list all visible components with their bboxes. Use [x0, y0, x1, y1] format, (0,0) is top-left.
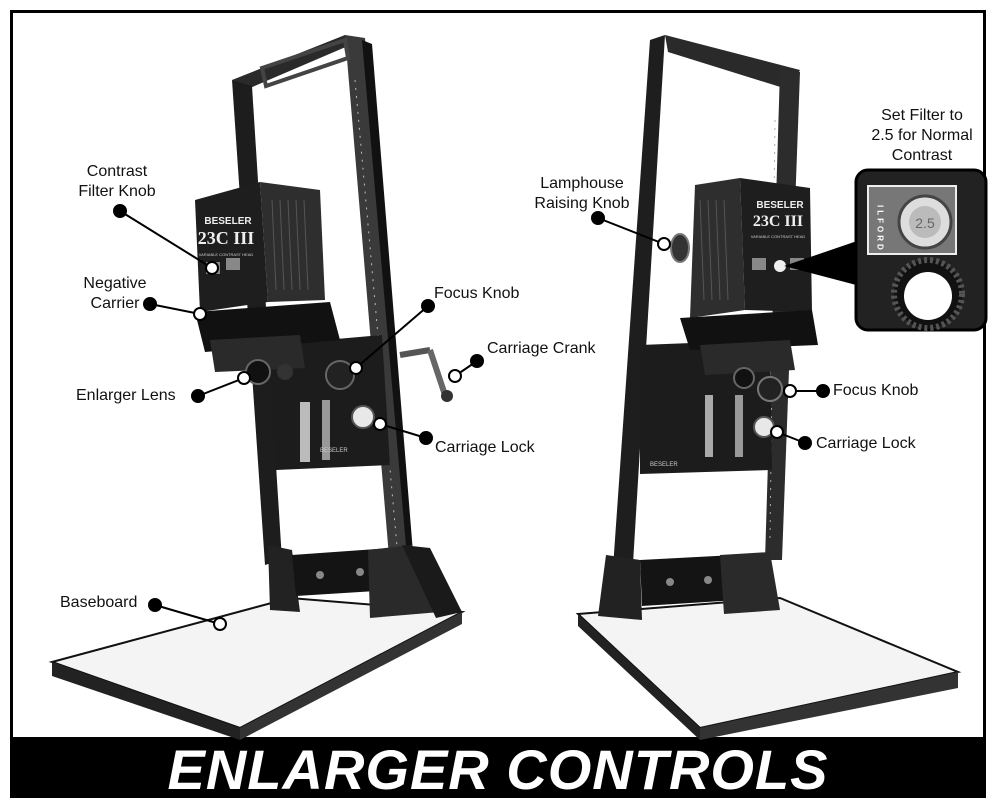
label-negative-carrier-line1: Negative	[83, 275, 147, 292]
left-baseboard	[48, 596, 466, 740]
label-set-filter-line2: 2.5 for Normal	[871, 127, 973, 144]
right-knobs	[670, 233, 783, 438]
inset-dial-brand: ILFORD	[876, 205, 885, 253]
inset-dial-value: 2.5	[915, 215, 935, 231]
right-baseboard	[575, 596, 962, 740]
label-negative-carrier: Negative Carrier	[70, 274, 160, 314]
label-contrast-filter-knob-line1: Contrast	[86, 163, 148, 180]
label-contrast-filter-knob-line2: Filter Knob	[78, 183, 156, 200]
label-lamphouse-raising-knob-line2: Raising Knob	[534, 195, 630, 212]
left-enlarger: BESELER BESELER 23C III VARIABLE CONTRAS…	[48, 35, 466, 740]
left-head-label: VARIABLE CONTRAST HEAD	[199, 252, 254, 257]
label-lamphouse-raising-knob: Lamphouse Raising Knob	[527, 174, 637, 214]
page-title: ENLARGER CONTROLS	[167, 738, 829, 801]
label-lamphouse-raising-knob-line1: Lamphouse	[540, 175, 624, 192]
right-lamphouse: BESELER 23C III VARIABLE CONTRAST HEAD	[680, 178, 818, 389]
label-carriage-lock-right: Carriage Lock	[816, 435, 916, 452]
left-base-brackets	[268, 545, 462, 618]
right-enlarger: BESELER BESELER 23C III VARIABLE CONTRAS…	[575, 35, 988, 740]
svg-text:BESELER: BESELER	[650, 462, 678, 468]
left-knobs	[325, 347, 453, 429]
label-contrast-filter-knob: Contrast Filter Knob	[72, 162, 162, 202]
left-lamphouse: BESELER 23C III VARIABLE CONTRAST HEAD	[195, 182, 340, 385]
frame-border	[10, 10, 986, 740]
left-head-model: 23C III	[198, 228, 255, 248]
label-carriage-lock-left: Carriage Lock	[435, 439, 535, 456]
label-focus-knob-left: Focus Knob	[434, 285, 520, 302]
label-baseboard: Baseboard	[60, 594, 138, 611]
callout-leaders	[113, 204, 830, 631]
label-carriage-crank: Carriage Crank	[487, 340, 596, 357]
svg-text:BESELER: BESELER	[320, 448, 348, 454]
filter-dial-inset: ILFORD 2.5	[784, 168, 988, 332]
left-head-brand: BESELER	[204, 216, 252, 227]
label-negative-carrier-line2: Carrier	[90, 295, 140, 312]
label-set-filter-line1: Set Filter to	[881, 107, 963, 124]
right-head-label: VARIABLE CONTRAST HEAD	[751, 234, 806, 239]
label-set-filter-line3: Contrast	[891, 147, 953, 164]
label-focus-knob-right: Focus Knob	[833, 382, 919, 399]
title-bar: ENLARGER CONTROLS	[10, 740, 986, 798]
right-head-model: 23C III	[753, 213, 803, 230]
label-enlarger-lens: Enlarger Lens	[76, 387, 176, 404]
label-set-filter: Set Filter to 2.5 for Normal Contrast	[860, 106, 984, 166]
right-base-brackets	[598, 552, 780, 620]
right-head-brand: BESELER	[756, 200, 804, 211]
